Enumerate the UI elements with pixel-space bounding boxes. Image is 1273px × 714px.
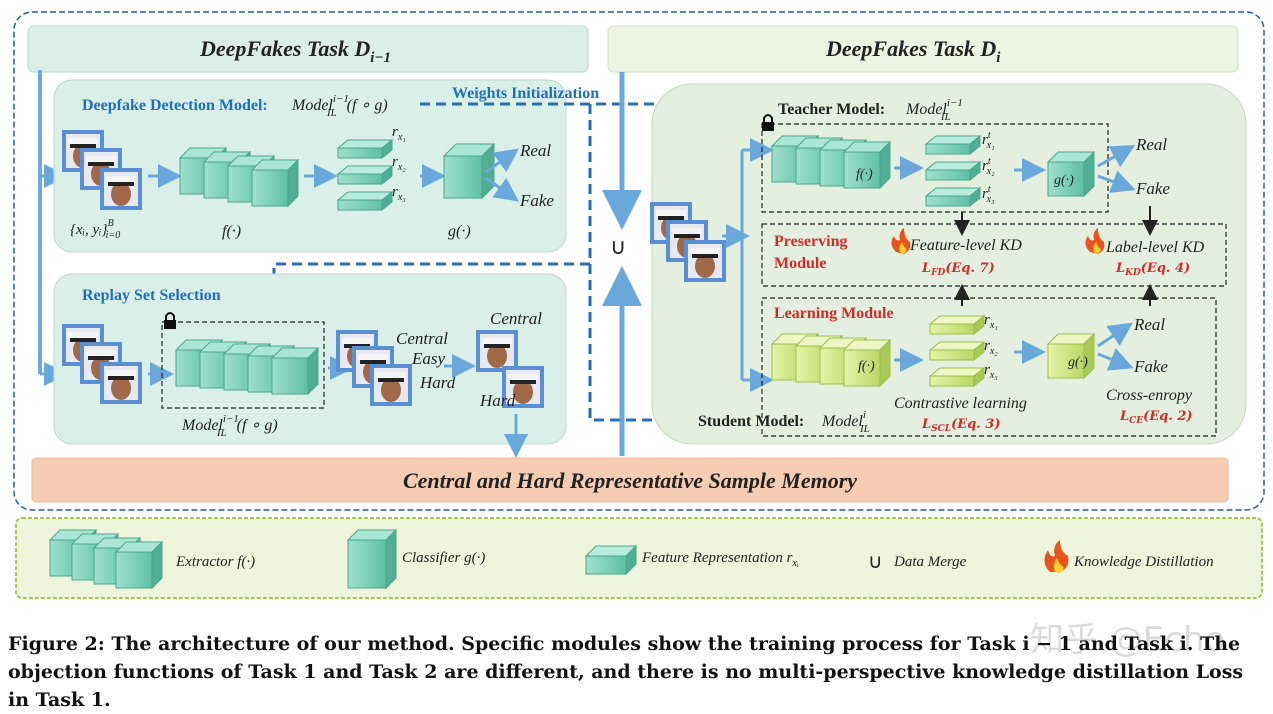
hard-label-1: Hard	[419, 373, 456, 392]
weights-init-label: Weights Initialization	[452, 85, 599, 102]
preserving-title: Preserving	[774, 233, 847, 250]
fire-icon-1	[891, 228, 911, 254]
legend-kd-label: Knowledge Distillation	[1073, 554, 1214, 570]
student-r-1: rx₁	[984, 312, 998, 331]
task-prev-header	[27, 25, 589, 73]
extractor-stack-replay	[175, 339, 319, 395]
student-fake-label: Fake	[1133, 357, 1168, 376]
legend-merge-label: Data Merge	[893, 554, 967, 570]
contrastive-label: Contrastive learning	[894, 395, 1027, 412]
feature-kd-label: Feature-level KD	[909, 237, 1022, 254]
g-label-1: g(·)	[448, 223, 471, 240]
central-label-2: Central	[490, 309, 542, 328]
fire-icon-2	[1085, 228, 1105, 254]
legend-fire-icon	[1044, 540, 1069, 573]
legend-union-icon: ∪	[868, 549, 883, 573]
detection-model-box	[53, 79, 567, 253]
feature-kd-eq: LFD(Eq. 7)	[921, 261, 995, 278]
real-label-1: Real	[519, 141, 551, 160]
central-label-1: Central	[396, 329, 448, 348]
replay-model-dashed-box	[161, 321, 325, 409]
legend-feature-icon	[584, 544, 638, 576]
memory-bar	[31, 457, 1229, 503]
scl-eq: LSCL(Eq. 3)	[921, 417, 1001, 434]
union-symbol: ∪	[610, 235, 626, 260]
legend-box	[15, 517, 1263, 599]
r-label-1: rx₁	[392, 124, 406, 143]
teacher-f-label: f(·)	[856, 167, 873, 182]
learning-module-box	[761, 297, 1217, 437]
student-real-label: Real	[1133, 315, 1165, 334]
student-slabs	[929, 315, 985, 387]
student-f-label: f(·)	[858, 359, 875, 374]
learning-title: Learning Module	[774, 305, 894, 322]
student-g-label: g(·)	[1068, 355, 1088, 370]
fake-label-1: Fake	[519, 191, 554, 210]
teacher-label: Teacher Model:	[778, 101, 885, 118]
task-cur-title: DeepFakes Task Di	[825, 36, 1001, 66]
r-label-2: rx₂	[392, 154, 406, 173]
legend-classifier-icon	[346, 528, 398, 590]
task-prev-title: DeepFakes Task Di−1	[199, 36, 391, 66]
ce-eq: LCE(Eq. 2)	[1119, 409, 1193, 426]
figure-caption: Figure 2: The architecture of our method…	[8, 633, 1244, 711]
legend-classifier-label: Classifier g(·)	[402, 550, 485, 566]
legend-extractor-label: Extractor f(·)	[175, 554, 255, 570]
watermark: 知乎 @Echo	[1030, 620, 1226, 660]
teacher-slabs	[925, 135, 981, 207]
classifier-1	[442, 142, 496, 200]
student-label: Student Model:	[698, 413, 804, 430]
detection-model-label: Deepfake Detection Model:	[82, 97, 268, 114]
lock-icon-1	[164, 312, 176, 329]
student-r-3: rx₃	[984, 362, 998, 381]
preserving-title-2: Module	[774, 255, 826, 272]
label-kd-eq: LKD(Eq. 4)	[1115, 261, 1190, 278]
teacher-dashed-box	[761, 123, 1109, 213]
student-classifier	[1046, 332, 1096, 380]
feature-slabs-1	[337, 139, 393, 211]
preserving-module-box	[761, 223, 1227, 287]
lock-icon-2	[762, 114, 774, 131]
cross-entropy-label: Cross-enropy	[1106, 387, 1193, 404]
student-dashed-arrow	[588, 264, 690, 432]
memory-label: Central and Hard Representative Sample M…	[403, 468, 857, 493]
r-label-3: rx₃	[392, 184, 406, 203]
outer-border	[13, 11, 1265, 511]
teacher-fake-label: Fake	[1135, 179, 1170, 198]
label-kd-label: Label-level KD	[1105, 239, 1205, 256]
legend-feature-label: Feature Representation rxᵢ	[641, 550, 799, 569]
architecture-diagram: DeepFakes Task Di−1 DeepFakes Task Di De…	[13, 11, 1265, 599]
teacher-classifier	[1046, 150, 1096, 198]
hard-label-2: Hard	[479, 391, 516, 410]
easy-label: Easy	[411, 349, 446, 368]
student-r-2: rx₂	[984, 338, 998, 357]
teacher-g-label: g(·)	[1054, 173, 1074, 188]
replay-title: Replay Set Selection	[82, 287, 221, 304]
teacher-real-label: Real	[1135, 135, 1167, 154]
task-cur-header	[607, 25, 1239, 73]
f-label-1: f(·)	[222, 223, 241, 240]
